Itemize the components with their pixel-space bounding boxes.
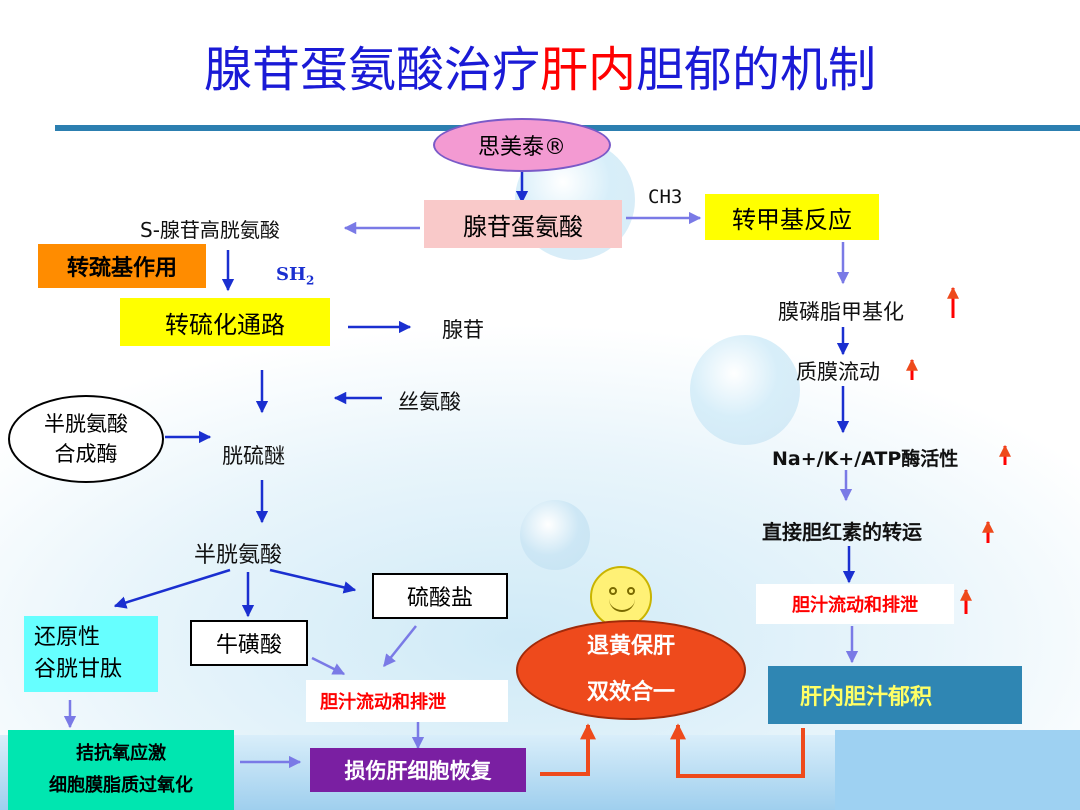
title-part-1: 腺苷蛋氨酸治疗 [203,42,540,98]
gsh-label: 还原性 谷胱甘肽 [34,625,123,682]
cysteine-label: 半胱氨酸 [194,543,283,568]
liver-repair-label: 损伤肝细胞恢复 [344,759,492,783]
atpase-label: Na+/K+/ATP酶活性 [772,448,959,470]
page-title: 腺苷蛋氨酸治疗肝内胆郁的机制 [0,30,1080,110]
sh2-subscript: 2 [306,273,315,288]
cholestasis-box: 肝内胆汁郁积 [768,666,1022,724]
transsulfuration-label: 转巯基作用 [66,256,177,281]
enzyme-label: 半胱氨酸 合成酶 [44,412,128,466]
antioxidant-label: 拮抗氧应激 细胞膜脂质过氧化 [49,743,193,796]
transsulfuration-path-label: 转硫化通路 [165,310,285,339]
adenosine-label: 腺苷 [442,318,484,342]
serine-label: 丝氨酸 [398,390,461,414]
droplet-decoration [690,335,800,445]
bile-flow-left-box: 胆汁流动和排泄 [306,680,508,722]
cystathionine-label: 胱硫醚 [222,444,285,468]
membrane-fluidity-label: 质膜流动 [796,360,880,384]
drug-label: 思美泰® [477,135,566,160]
sulfate-box: 硫酸盐 [372,573,508,619]
sh2-main: SH [276,264,307,285]
same-label: 腺苷蛋氨酸 [463,212,583,241]
transmethylation-label: 转甲基反应 [732,205,852,234]
title-part-3: 胆郁的机制 [636,42,877,98]
gsh-box: 还原性 谷胱甘肽 [24,616,158,692]
transsulfuration-path-box: 转硫化通路 [120,298,330,346]
enzyme-ellipse: 半胱氨酸 合成酶 [8,395,164,483]
antioxidant-box: 拮抗氧应激 细胞膜脂质过氧化 [8,730,234,810]
membrane-methylation-label: 膜磷脂甲基化 [778,300,904,324]
bile-flow-left-label: 胆汁流动和排泄 [320,692,446,713]
same-box: 腺苷蛋氨酸 [424,200,622,248]
smiley-face-icon [590,566,652,628]
drug-ellipse: 思美泰® [433,118,611,172]
sah-label: S-腺苷高胱氨酸 [140,218,280,242]
taurine-label: 牛磺酸 [215,633,282,658]
sh2-label: SH2 [276,264,314,288]
bile-flow-right-box: 胆汁流动和排泄 [756,584,954,624]
sulfate-label: 硫酸盐 [406,586,473,611]
bilirubin-transport-label: 直接胆红素的转运 [762,520,922,544]
liver-repair-box: 损伤肝细胞恢复 [310,748,526,792]
ch3-label: CH3 [648,186,683,208]
dual-effect-ellipse: 退黄保肝 双效合一 [516,620,746,720]
taurine-box: 牛磺酸 [190,620,308,666]
title-part-2: 肝内 [539,42,636,98]
droplet-decoration [520,500,590,570]
dual-effect-label: 退黄保肝 双效合一 [586,634,675,705]
corner-panel [835,730,1080,810]
transmethylation-box: 转甲基反应 [705,194,879,240]
cholestasis-label: 肝内胆汁郁积 [800,685,933,710]
bile-flow-right-label: 胆汁流动和排泄 [792,595,918,616]
transsulfuration-box: 转巯基作用 [38,244,206,288]
